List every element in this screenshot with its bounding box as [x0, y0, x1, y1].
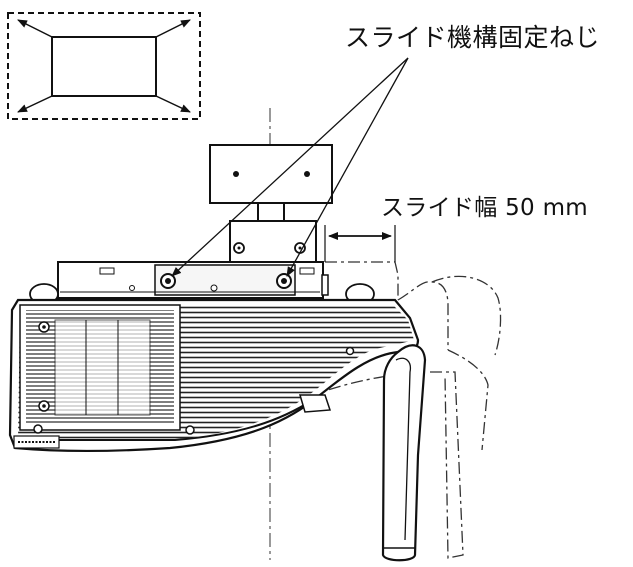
slide-width-label: スライド幅 50 mm — [381, 195, 588, 221]
bracket-neck-lower — [229, 220, 317, 264]
slide-screws-label: スライド機構固定ねじ — [345, 23, 601, 52]
slide-inner-plate — [154, 264, 296, 296]
inset-dashed-frame — [7, 12, 201, 120]
slide-mechanism — [57, 261, 329, 299]
projector-body — [8, 283, 420, 453]
inset-screen — [51, 36, 157, 97]
wall-bracket — [209, 144, 333, 264]
bracket-plate — [209, 144, 333, 204]
slide-width-dimension — [324, 225, 396, 262]
screw-leader-lines — [171, 57, 409, 277]
bracket-neck — [257, 202, 285, 222]
projector-arm — [381, 344, 427, 562]
inset-arrow-tr — [155, 19, 191, 38]
screen-adjust-inset — [7, 12, 201, 120]
inset-arrow-br — [155, 95, 191, 113]
inset-arrow-tl — [17, 19, 53, 38]
inset-arrow-bl — [17, 95, 53, 113]
bracket-hole-left — [233, 171, 239, 177]
bracket-hole-right — [304, 171, 310, 177]
